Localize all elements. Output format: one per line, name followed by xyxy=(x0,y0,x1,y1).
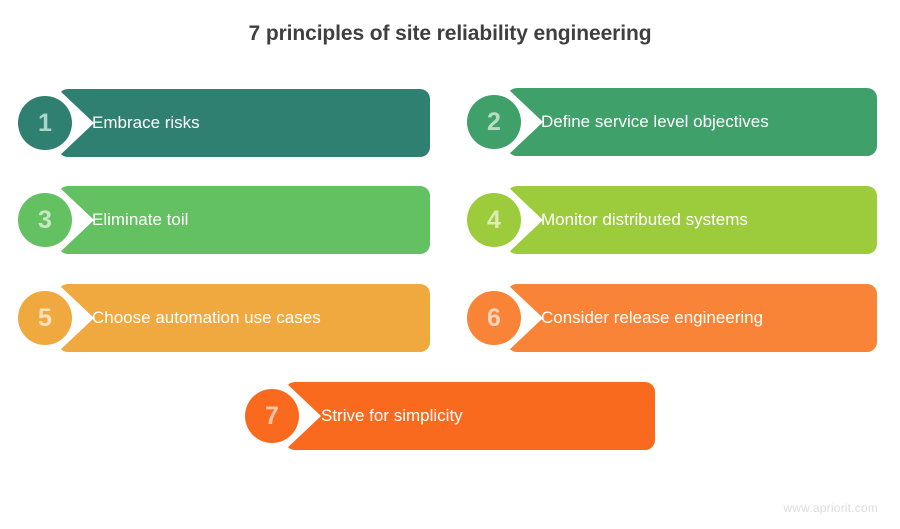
principle-card-bar xyxy=(507,88,877,156)
principle-number-badge: 2 xyxy=(467,95,521,149)
principle-card-bar xyxy=(285,382,655,450)
principle-card[interactable]: 2 Define service level objectives xyxy=(467,88,877,156)
principle-label: Choose automation use cases xyxy=(92,308,321,327)
principle-label: Monitor distributed systems xyxy=(541,210,748,229)
principle-label: Embrace risks xyxy=(92,113,200,132)
principle-card[interactable]: 5 Choose automation use cases xyxy=(18,284,430,352)
principle-label: Define service level objectives xyxy=(541,112,769,131)
principle-card-bar xyxy=(58,284,430,352)
page-title: 7 principles of site reliability enginee… xyxy=(248,22,652,45)
principle-card-bar xyxy=(507,284,877,352)
principle-number-badge: 1 xyxy=(18,96,72,150)
principle-number-badge: 7 xyxy=(245,389,299,443)
principle-label: Consider release engineering xyxy=(541,308,764,327)
principle-card[interactable]: 6 Consider release engineering xyxy=(467,284,877,352)
principle-card[interactable]: 7 Strive for simplicity xyxy=(245,382,655,450)
principle-number-badge: 3 xyxy=(18,193,72,247)
principle-label: Strive for simplicity xyxy=(321,406,463,425)
principle-label: Eliminate toil xyxy=(92,210,189,229)
principle-card[interactable]: 1 Embrace risks xyxy=(18,89,430,157)
principle-number-badge: 5 xyxy=(18,291,72,345)
principle-number-badge: 4 xyxy=(467,193,521,247)
principle-card[interactable]: 4 Monitor distributed systems xyxy=(467,186,877,254)
principle-number-badge: 6 xyxy=(467,291,521,345)
principle-card-bar xyxy=(58,89,430,157)
principle-card-bar xyxy=(507,186,877,254)
principle-card-bar xyxy=(58,186,430,254)
principle-card[interactable]: 3 Eliminate toil xyxy=(18,186,430,254)
watermark-url: www.apriorit.com xyxy=(783,501,878,515)
